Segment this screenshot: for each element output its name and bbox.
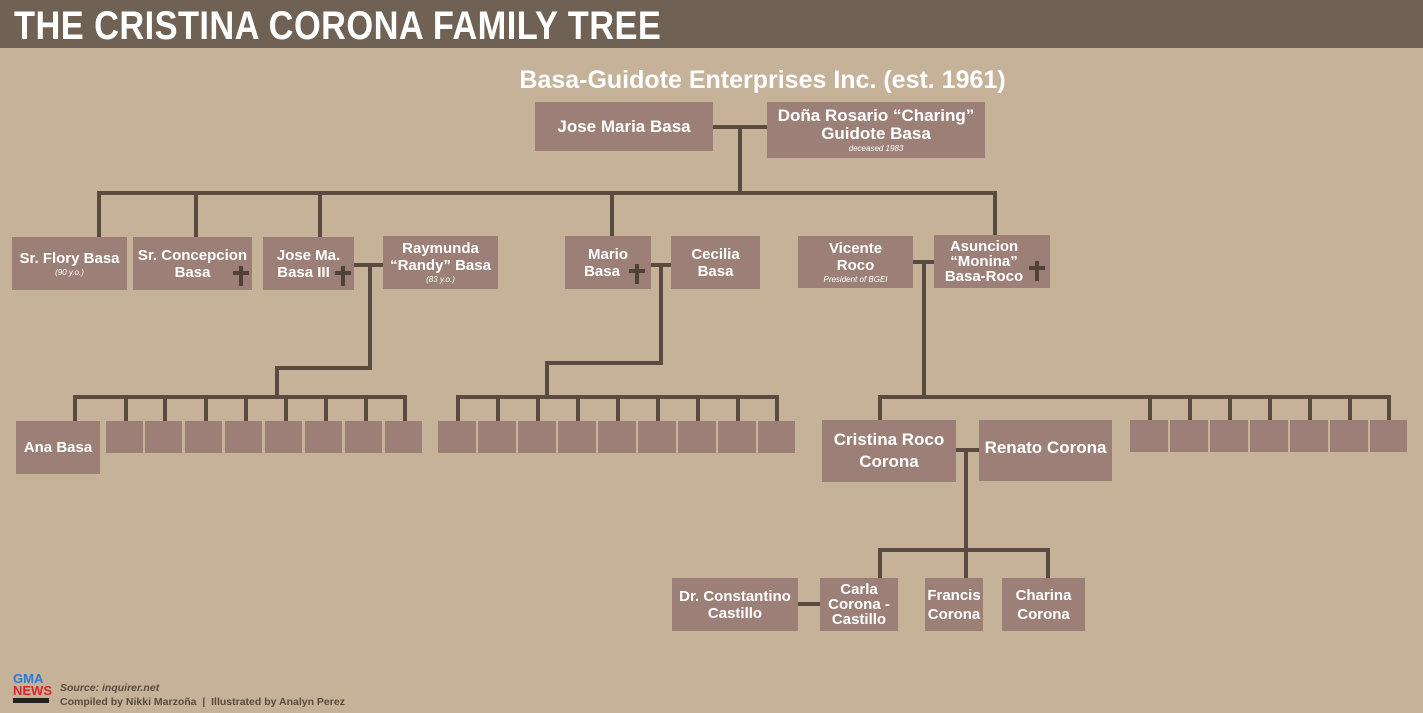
unnamed-child-box [145, 421, 182, 453]
unnamed-child-box [1210, 420, 1248, 452]
unnamed-child-box [1370, 420, 1407, 452]
unnamed-child-box [225, 421, 262, 453]
person-name: Mario [587, 245, 628, 263]
person-charina-corona: Charina Corona [1002, 578, 1085, 631]
person-carla-corona-castillo: Carla Corona - Castillo [820, 578, 898, 631]
person-name: Carla [840, 581, 878, 598]
person-jose-ma-basa-iii: Jose Ma. Basa III [263, 237, 354, 290]
person-name: Cecilia [691, 245, 740, 263]
person-name: Basa III [277, 263, 330, 281]
unnamed-child-box [758, 421, 795, 453]
person-name: Doña Rosario “Charing” [777, 105, 975, 125]
cross-icon [233, 266, 249, 286]
person-mario-basa: Mario Basa [565, 236, 651, 289]
person-note: (83 y.o.) [426, 275, 455, 284]
person-name: Corona [927, 605, 981, 623]
person-name: Charina [1015, 586, 1072, 604]
person-name: Renato Corona [984, 438, 1107, 457]
unnamed-child-box [718, 421, 756, 453]
person-renato-corona: Renato Corona [979, 420, 1112, 481]
person-cecilia-basa: Cecilia Basa [671, 236, 760, 289]
person-name: Dr. Constantino [679, 587, 791, 605]
unnamed-child-box [558, 421, 596, 453]
person-asuncion-basa-roco: Asuncion “Monina” Basa-Roco [934, 235, 1050, 288]
source-text: Source: inquirer.net [60, 682, 160, 694]
unnamed-child-box [1250, 420, 1288, 452]
unnamed-child-box [185, 421, 222, 453]
person-name: Jose Maria Basa [557, 117, 691, 136]
unnamed-child-box [1130, 420, 1168, 452]
unnamed-child-box [518, 421, 556, 453]
unnamed-child-box [1170, 420, 1208, 452]
company-name: Basa-Guidote Enterprises Inc. (est. 1961… [519, 66, 1006, 94]
title-bar: THE CRISTINA CORONA FAMILY TREE [0, 0, 1423, 48]
person-concepcion-basa: Sr. Concepcion Basa [133, 237, 252, 290]
person-name: Guidote Basa [821, 123, 931, 143]
person-name: Basa [584, 262, 620, 280]
credits-text: Compiled by Nikki Marzoña | Illustrated … [60, 696, 345, 708]
person-francis-corona: Francis Corona [925, 578, 983, 631]
person-name: Roco [836, 256, 875, 274]
person-vicente-roco: Vicente Roco President of BGEI [798, 236, 913, 288]
person-name: Asuncion [949, 238, 1019, 255]
person-name: Vicente [828, 239, 883, 257]
person-note: (90 y.o.) [55, 267, 84, 277]
person-name: Castillo [707, 604, 763, 622]
person-note: deceased 1983 [848, 143, 904, 153]
person-name: Jose Ma. [276, 246, 341, 264]
parents-connector [97, 125, 997, 239]
jose-raymunda-connector [73, 263, 407, 423]
person-name: Castillo [831, 611, 887, 628]
unnamed-child-box [1330, 420, 1368, 452]
unnamed-child-box [106, 421, 143, 453]
unnamed-child-box [438, 421, 476, 453]
cross-icon [335, 266, 351, 286]
person-ana-basa: Ana Basa [16, 421, 100, 474]
person-name: Basa-Roco [944, 268, 1024, 285]
person-flory-basa: Sr. Flory Basa (90 y.o.) [12, 237, 127, 290]
unnamed-child-box [345, 421, 382, 453]
person-name: Corona - [828, 596, 890, 613]
page-title: THE CRISTINA CORONA FAMILY TREE [14, 4, 662, 48]
unnamed-child-box [265, 421, 302, 453]
person-jose-maria-basa: Jose Maria Basa [535, 102, 713, 151]
person-name: “Monina” [950, 253, 1018, 270]
unnamed-child-box [638, 421, 676, 453]
unnamed-child-box [598, 421, 636, 453]
vicente-asuncion-connector [878, 260, 1391, 422]
cristina-renato-connector [878, 448, 1050, 580]
person-name: “Randy” Basa [390, 257, 491, 274]
person-name: Sr. Concepcion [137, 246, 248, 264]
cross-icon [629, 264, 645, 284]
unnamed-child-box [478, 421, 516, 453]
person-name: Francis [927, 586, 981, 604]
logo-text: GMA [13, 671, 44, 686]
gma-news-logo: GMA NEWS [13, 672, 53, 708]
person-name: Corona [1017, 605, 1070, 623]
person-name: Sr. Flory Basa [19, 249, 120, 267]
person-name: Basa [697, 262, 734, 280]
person-name: Raymunda [402, 240, 479, 257]
person-note: President of BGEI [823, 274, 888, 284]
unnamed-child-box [678, 421, 716, 453]
person-rosario-guidote-basa: Doña Rosario “Charing” Guidote Basa dece… [767, 102, 985, 158]
logo-text: NEWS [13, 683, 52, 698]
unnamed-child-box [1290, 420, 1328, 452]
person-raymunda-basa: Raymunda “Randy” Basa (83 y.o.) [383, 236, 498, 289]
person-name: Corona [859, 452, 919, 471]
cross-icon [1029, 261, 1045, 281]
unnamed-child-box [305, 421, 342, 453]
person-name: Basa [174, 263, 211, 281]
unnamed-child-box [385, 421, 422, 453]
person-name: Ana Basa [23, 439, 93, 456]
person-cristina-roco-corona: Cristina Roco Corona [822, 420, 956, 482]
person-name: Cristina Roco [833, 430, 945, 449]
person-constantino-castillo: Dr. Constantino Castillo [672, 578, 798, 631]
mario-cecilia-connector [456, 263, 779, 423]
logo-bar [13, 698, 49, 703]
